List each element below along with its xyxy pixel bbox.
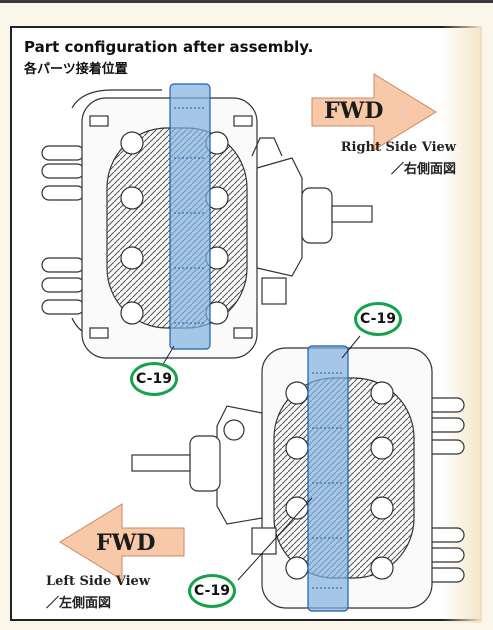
- callout-c19-bottom: C-19: [188, 574, 236, 608]
- fwd-arrow-right-view: [311, 73, 437, 151]
- fwd-label-right: FWD: [324, 98, 384, 124]
- right-side-view-label: Right Side View: [340, 140, 456, 155]
- c19-part-highlight-bottom: [307, 345, 349, 612]
- c19-part-highlight-top: [169, 83, 211, 350]
- page-title: Part configuration after assembly.: [24, 38, 314, 56]
- page-subtitle: 各パーツ接着位置: [24, 62, 128, 77]
- left-side-view-label: Left Side View: [46, 574, 151, 589]
- right-side-view-label-ja: ／右側面図: [390, 162, 456, 177]
- callout-c19-right: C-19: [354, 302, 402, 336]
- callout-leader-3: [237, 497, 313, 581]
- left-side-view-label-ja: ／左側面図: [46, 596, 112, 611]
- fwd-arrow-left-view: [59, 503, 185, 581]
- edge-shading: [442, 26, 482, 623]
- callout-leader-2: [341, 335, 361, 359]
- top-rule: [0, 0, 493, 3]
- left-side-engine-drawing: [131, 347, 465, 609]
- fwd-label-left: FWD: [96, 530, 156, 556]
- engine-diagrams: [41, 73, 465, 612]
- instruction-panel: Part configuration after assembly. 各パーツ接…: [10, 26, 482, 623]
- callout-c19-top: C-19: [130, 362, 178, 396]
